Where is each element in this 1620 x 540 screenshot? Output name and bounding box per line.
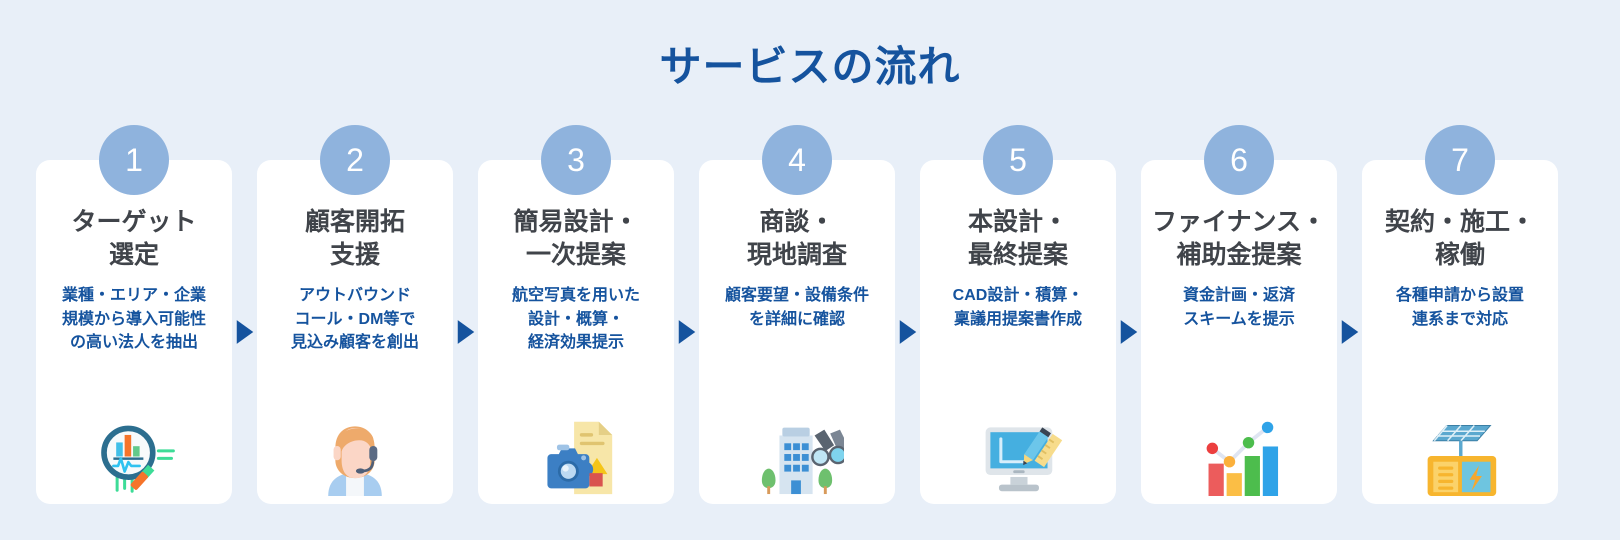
arrow-6-to-7: [1337, 160, 1362, 504]
step-number-badge: 5: [983, 125, 1053, 195]
arrow-1-to-2: [232, 160, 257, 504]
step-title: 顧客開拓 支援: [304, 208, 405, 269]
step-number-badge: 4: [762, 125, 832, 195]
step-card-1[interactable]: 1 ターゲット 選定業種・エリア・企業 規模から導入可能性 の高い法人を抽出: [36, 125, 232, 504]
step-card-5[interactable]: 5 本設計・ 最終提案 CAD設計・積算・ 稟議用提案書作成: [920, 125, 1116, 504]
step-title: 契約・施工・ 稼働: [1384, 208, 1535, 269]
camera-document-icon: [528, 412, 624, 496]
bar-line-chart-icon: [1191, 412, 1287, 496]
step-card-3[interactable]: 3 簡易設計・ 一次提案航空写真を用いた 設計・概算・ 経済効果提示: [478, 125, 674, 504]
step-card-6[interactable]: 6 ファイナンス・ 補助金提案資金計画・返済 スキームを提示: [1141, 125, 1337, 504]
step-description: CAD設計・積算・ 稟議用提案書作成: [952, 287, 1084, 328]
step-title: ファイナンス・ 補助金提案: [1151, 208, 1326, 269]
arrow-4-to-5: [895, 160, 920, 504]
arrow-3-to-4: [674, 160, 699, 504]
step-flow-container: 1 ターゲット 選定業種・エリア・企業 規模から導入可能性 の高い法人を抽出 2 顧…: [36, 125, 1584, 504]
step-card-2[interactable]: 2 顧客開拓 支援アウトバウンド コール・DM等で 見込み顧客を創出: [257, 125, 453, 504]
step-description: 各種申請から設置 連系まで対応: [1395, 287, 1524, 328]
step-number-badge: 2: [320, 125, 390, 195]
building-binoculars-icon: [749, 412, 845, 496]
step-number-badge: 7: [1425, 125, 1495, 195]
step-title: 商談・ 現地調査: [746, 208, 847, 269]
step-number-badge: 3: [541, 125, 611, 195]
step-card-4[interactable]: 4 商談・ 現地調査顧客要望・設備条件 を詳細に確認: [699, 125, 895, 504]
arrow-5-to-6: [1116, 160, 1141, 504]
step-title: ターゲット 選定: [71, 208, 197, 269]
step-description: アウトバウンド コール・DM等で 見込み顧客を創出: [290, 287, 419, 352]
step-title: 本設計・ 最終提案: [967, 208, 1068, 269]
step-description: 業種・エリア・企業 規模から導入可能性 の高い法人を抽出: [61, 287, 206, 352]
step-card-7[interactable]: 7 契約・施工・ 稼働各種申請から設置 連系まで対応: [1362, 125, 1558, 504]
solar-panel-inverter-icon: [1412, 412, 1508, 496]
monitor-cad-icon: [970, 412, 1066, 496]
step-description: 資金計画・返済 スキームを提示: [1182, 287, 1295, 328]
step-number-badge: 1: [99, 125, 169, 195]
step-description: 航空写真を用いた 設計・概算・ 経済効果提示: [511, 287, 640, 352]
headset-agent-icon: [307, 412, 403, 496]
step-description: 顧客要望・設備条件 を詳細に確認: [724, 287, 869, 328]
step-title: 簡易設計・ 一次提案: [513, 208, 639, 269]
step-number-badge: 6: [1204, 125, 1274, 195]
page-title: サービスの流れ: [659, 43, 961, 90]
arrow-2-to-3: [453, 160, 478, 504]
magnifier-bar-chart-icon: [86, 412, 182, 496]
